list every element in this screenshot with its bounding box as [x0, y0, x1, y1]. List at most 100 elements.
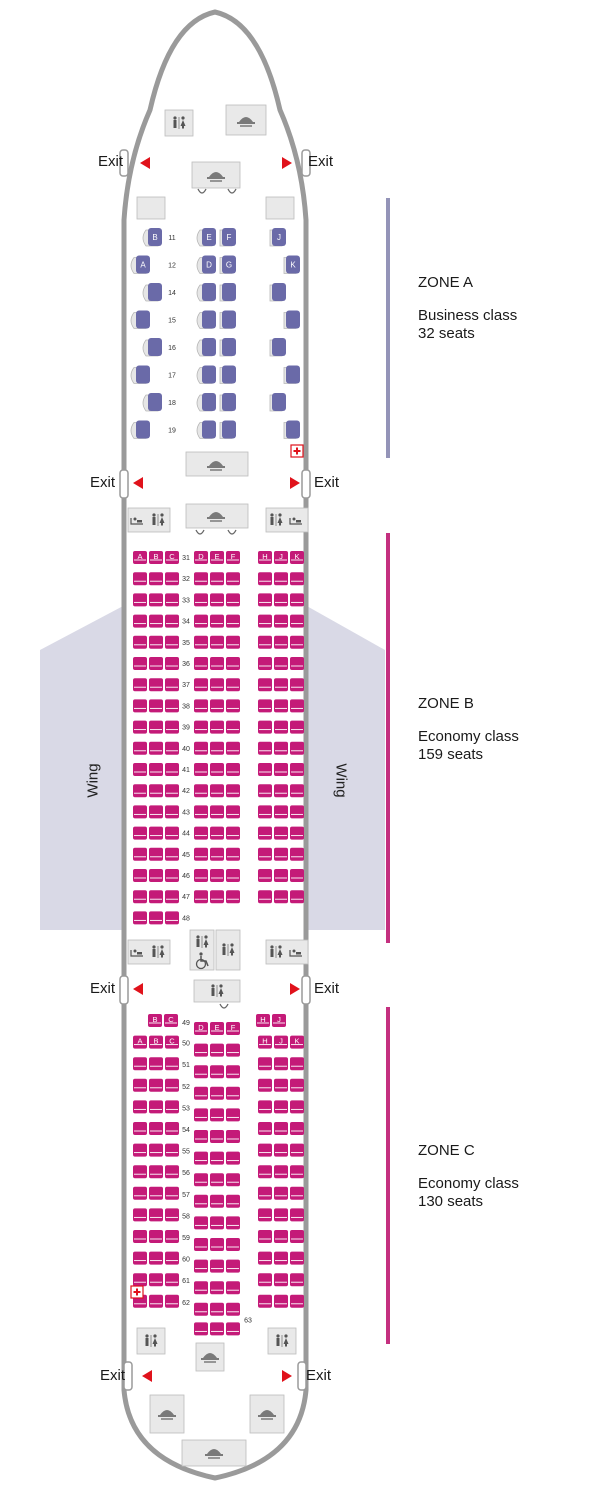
- economy-seat[interactable]: [290, 678, 304, 692]
- economy-seat[interactable]: [149, 1100, 163, 1114]
- business-seat[interactable]: [196, 283, 216, 302]
- business-seat[interactable]: E: [196, 228, 216, 247]
- economy-seat[interactable]: [274, 1251, 288, 1265]
- economy-seat[interactable]: J: [272, 1014, 286, 1027]
- economy-seat[interactable]: [226, 1086, 240, 1100]
- economy-seat[interactable]: [274, 1122, 288, 1135]
- economy-seat[interactable]: [210, 1130, 224, 1143]
- economy-seat[interactable]: [149, 720, 163, 734]
- economy-seat[interactable]: H: [258, 551, 272, 564]
- economy-seat[interactable]: [290, 1186, 304, 1200]
- economy-seat[interactable]: [133, 1165, 147, 1179]
- economy-seat[interactable]: [290, 1100, 304, 1114]
- economy-seat[interactable]: [226, 1173, 240, 1187]
- economy-seat[interactable]: [165, 614, 179, 628]
- economy-seat[interactable]: [274, 869, 288, 882]
- economy-seat[interactable]: [133, 699, 147, 713]
- economy-seat[interactable]: [165, 805, 179, 819]
- economy-seat[interactable]: [290, 1273, 304, 1287]
- economy-seat[interactable]: [165, 678, 179, 692]
- economy-seat[interactable]: [258, 635, 272, 649]
- economy-seat[interactable]: [210, 720, 224, 734]
- economy-seat[interactable]: J: [274, 1035, 288, 1049]
- economy-seat[interactable]: [210, 869, 224, 882]
- economy-seat[interactable]: [258, 1100, 272, 1114]
- economy-seat[interactable]: [133, 1273, 147, 1287]
- economy-seat[interactable]: [258, 869, 272, 882]
- economy-seat[interactable]: [133, 741, 147, 755]
- economy-seat[interactable]: [149, 1273, 163, 1287]
- economy-seat[interactable]: [133, 805, 147, 819]
- economy-seat[interactable]: [210, 826, 224, 840]
- economy-seat[interactable]: H: [258, 1035, 272, 1049]
- economy-seat[interactable]: [194, 826, 208, 840]
- business-seat[interactable]: D: [196, 255, 216, 274]
- economy-seat[interactable]: [149, 1057, 163, 1071]
- economy-seat[interactable]: [165, 1186, 179, 1200]
- economy-seat[interactable]: [258, 784, 272, 798]
- economy-seat[interactable]: [210, 635, 224, 649]
- economy-seat[interactable]: [149, 593, 163, 607]
- economy-seat[interactable]: [133, 1078, 147, 1092]
- economy-seat[interactable]: [165, 1273, 179, 1287]
- economy-seat[interactable]: C: [164, 1014, 178, 1027]
- economy-seat[interactable]: [133, 572, 147, 586]
- business-seat[interactable]: [219, 310, 236, 329]
- economy-seat[interactable]: [165, 1057, 179, 1071]
- economy-seat[interactable]: [226, 1216, 240, 1230]
- economy-seat[interactable]: [274, 1273, 288, 1287]
- economy-seat[interactable]: [258, 614, 272, 628]
- economy-seat[interactable]: [258, 805, 272, 819]
- economy-seat[interactable]: [149, 1165, 163, 1179]
- economy-seat[interactable]: [290, 1122, 304, 1135]
- economy-seat[interactable]: [258, 572, 272, 586]
- economy-seat[interactable]: [226, 657, 240, 670]
- economy-seat[interactable]: [165, 1230, 179, 1243]
- economy-seat[interactable]: [210, 1281, 224, 1295]
- economy-seat[interactable]: [194, 1065, 208, 1079]
- economy-seat[interactable]: [210, 1322, 224, 1336]
- economy-seat[interactable]: [133, 614, 147, 628]
- economy-seat[interactable]: [194, 1194, 208, 1208]
- economy-seat[interactable]: [210, 763, 224, 776]
- economy-seat[interactable]: [290, 1230, 304, 1243]
- economy-seat[interactable]: [290, 1208, 304, 1222]
- economy-seat[interactable]: [194, 741, 208, 755]
- economy-seat[interactable]: [274, 847, 288, 861]
- economy-seat[interactable]: [165, 911, 179, 925]
- economy-seat[interactable]: [226, 869, 240, 882]
- economy-seat[interactable]: [226, 784, 240, 798]
- economy-seat[interactable]: [165, 784, 179, 798]
- economy-seat[interactable]: [194, 1130, 208, 1143]
- economy-seat[interactable]: [258, 1230, 272, 1243]
- business-seat[interactable]: [283, 365, 300, 384]
- economy-seat[interactable]: [226, 572, 240, 586]
- economy-seat[interactable]: [226, 805, 240, 819]
- economy-seat[interactable]: D: [194, 551, 208, 564]
- economy-seat[interactable]: [133, 1251, 147, 1265]
- economy-seat[interactable]: [149, 1230, 163, 1243]
- economy-seat[interactable]: [274, 826, 288, 840]
- economy-seat[interactable]: [194, 784, 208, 798]
- economy-seat[interactable]: B: [149, 551, 163, 564]
- business-seat[interactable]: F: [219, 228, 236, 247]
- economy-seat[interactable]: [133, 763, 147, 776]
- economy-seat[interactable]: [210, 614, 224, 628]
- economy-seat[interactable]: [133, 1230, 147, 1243]
- business-seat[interactable]: K: [283, 255, 300, 274]
- economy-seat[interactable]: [210, 593, 224, 607]
- economy-seat[interactable]: [149, 890, 163, 904]
- economy-seat[interactable]: [290, 572, 304, 586]
- business-seat[interactable]: [130, 420, 150, 439]
- economy-seat[interactable]: [149, 911, 163, 925]
- economy-seat[interactable]: [290, 1057, 304, 1071]
- economy-seat[interactable]: [194, 847, 208, 861]
- economy-seat[interactable]: [274, 699, 288, 713]
- economy-seat[interactable]: [226, 1302, 240, 1316]
- economy-seat[interactable]: [149, 699, 163, 713]
- economy-seat[interactable]: [149, 1294, 163, 1308]
- economy-seat[interactable]: [274, 1057, 288, 1071]
- economy-seat[interactable]: [149, 741, 163, 755]
- economy-seat[interactable]: [194, 572, 208, 586]
- economy-seat[interactable]: [290, 847, 304, 861]
